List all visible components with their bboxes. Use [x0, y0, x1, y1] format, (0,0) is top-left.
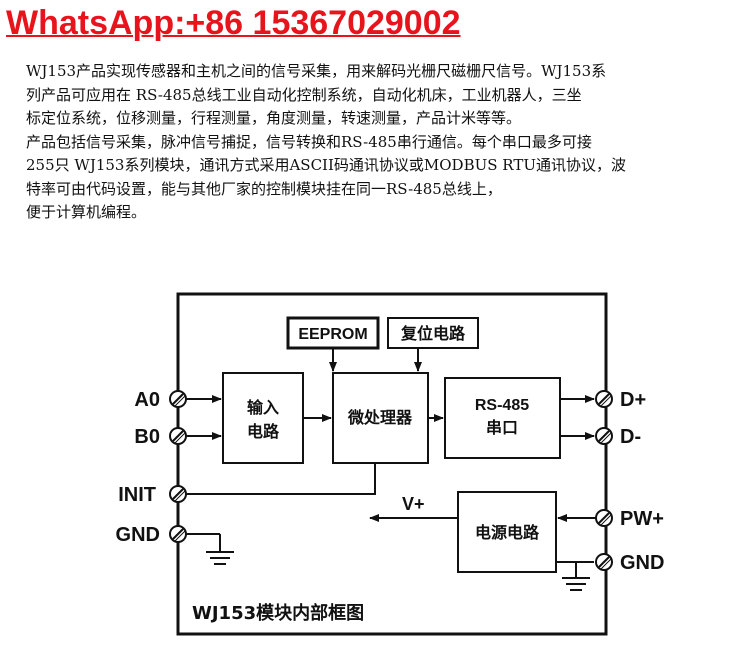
input-circuit-block — [222, 372, 304, 464]
label-gnd-left: GND — [116, 524, 160, 546]
terminal-dminus-icon — [595, 427, 613, 445]
terminal-init-icon — [169, 485, 187, 503]
description-line: 特率可由代码设置，能与其他厂家的控制模块挂在同一RS-485总线上， — [26, 179, 502, 198]
init-to-mcu-wire — [186, 463, 376, 495]
terminal-dplus-icon — [595, 390, 613, 408]
label-pwplus: PW+ — [620, 508, 664, 530]
terminal-b0-icon — [169, 427, 187, 445]
label-init: INIT — [118, 484, 156, 506]
reset-circuit-block — [387, 317, 479, 349]
vplus-label: V+ — [402, 494, 425, 514]
terminal-gnd-right-icon — [595, 553, 613, 571]
reset-circuit-label: 复位电路 — [400, 324, 466, 343]
input-circuit-label-2: 电路 — [247, 422, 280, 441]
diagram-caption: WJ153模块内部框图 — [192, 602, 364, 624]
mcu-label: 微处理器 — [347, 408, 413, 427]
label-gnd-right: GND — [620, 552, 664, 574]
rs485-port-block — [444, 377, 561, 459]
whatsapp-contact-headline: WhatsApp:+86 15367029002 — [6, 4, 461, 42]
eeprom-label: EEPROM — [298, 326, 367, 343]
description-line: WJ153产品实现传感器和主机之间的信号采集，用来解码光栅尺磁栅尺信号。WJ15… — [26, 62, 607, 80]
description-line: 255只 WJ153系列模块，通讯方式采用ASCII码通讯协议或MODBUS R… — [26, 156, 626, 174]
label-dminus: D- — [620, 426, 641, 448]
power-circuit-label: 电源电路 — [475, 523, 540, 542]
rs485-label-2: 串口 — [486, 418, 518, 437]
terminal-pwplus-icon — [595, 509, 613, 527]
label-b0: B0 — [134, 426, 160, 448]
terminal-gnd-left-icon — [169, 525, 187, 543]
module-frame — [176, 292, 608, 636]
label-dplus: D+ — [620, 389, 646, 411]
product-description: WJ153产品实现传感器和主机之间的信号采集，用来解码光栅尺磁栅尺信号。WJ15… — [26, 60, 742, 225]
power-circuit-block — [457, 491, 557, 573]
description-line: 标定位系统，位移测量，行程测量，角度测量，转速测量，产品计米等等。 — [26, 109, 522, 127]
terminal-a0-icon — [169, 390, 187, 408]
description-line: 产品包括信号采集，脉冲信号捕捉，信号转换和RS-485串行通信。每个串口最多可接 — [26, 132, 592, 151]
label-a0: A0 — [134, 389, 160, 411]
input-circuit-label-1: 输入 — [247, 398, 279, 417]
mcu-block — [332, 372, 429, 464]
description-line: 便于计算机编程。 — [26, 203, 147, 221]
description-line: 列产品可应用在 RS-485总线工业自动化控制系统，自动化机床，工业机器人，三坐 — [26, 85, 582, 104]
rs485-label-1: RS-485 — [475, 397, 529, 414]
